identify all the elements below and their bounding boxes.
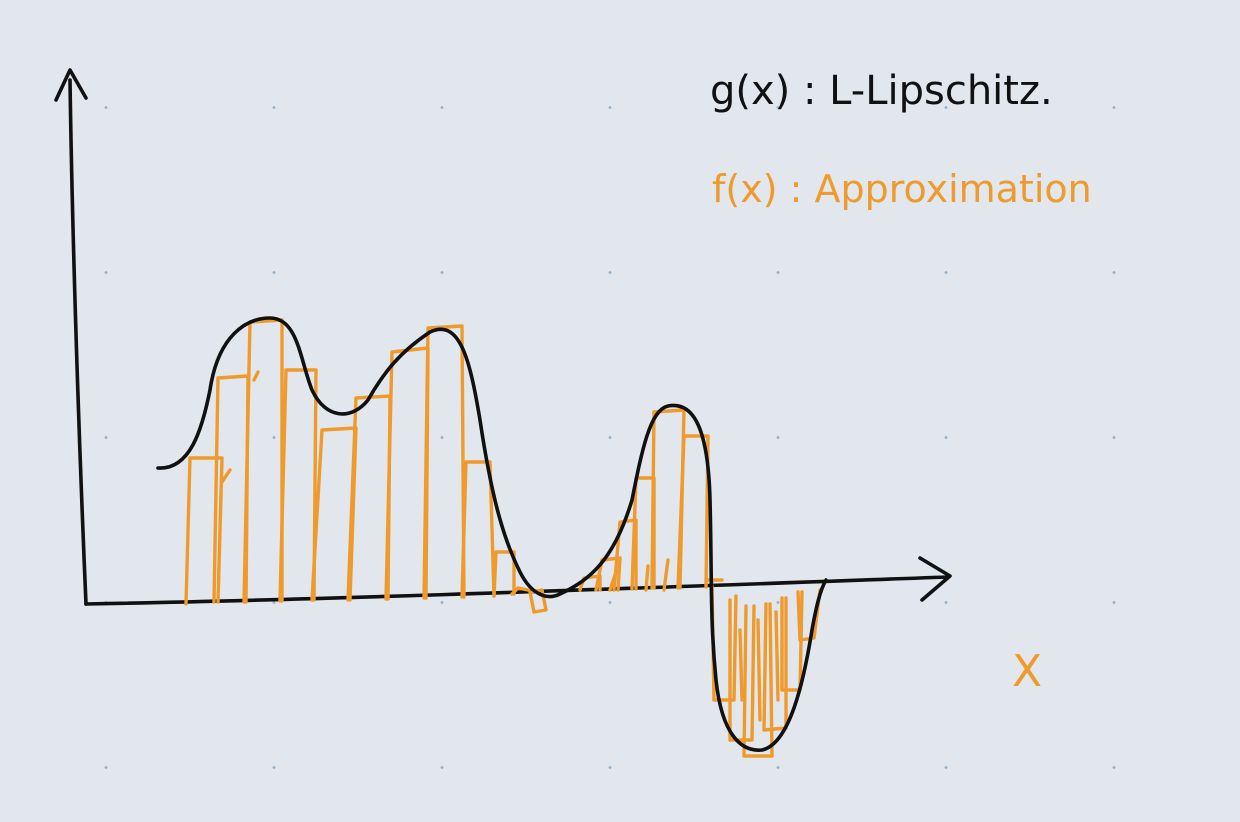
scribble	[662, 558, 670, 592]
x-axis-arrowhead	[918, 556, 952, 602]
x-variable-label: X	[1012, 646, 1042, 697]
step-bar	[594, 556, 622, 592]
step-bar	[612, 518, 638, 592]
scribble	[756, 618, 762, 722]
scribble	[644, 564, 650, 592]
step-approximation	[184, 318, 822, 758]
scribble	[738, 628, 744, 702]
step-bar	[510, 586, 530, 596]
scribble	[774, 610, 780, 702]
scribble	[252, 370, 260, 382]
step-bar	[762, 596, 788, 732]
y-axis	[68, 78, 88, 606]
step-bar	[528, 588, 548, 614]
scribble	[608, 570, 618, 592]
f-approximation-label: f(x) : Approximation	[712, 167, 1092, 211]
step-bar	[578, 574, 602, 592]
step-bar	[278, 368, 318, 603]
g-curve	[156, 316, 828, 752]
g-function-label: g(x) : L-Lipschitz.	[710, 68, 1053, 114]
y-axis-arrowhead	[54, 68, 88, 102]
scribble	[220, 468, 232, 484]
step-bar	[422, 324, 466, 600]
step-bar	[384, 346, 430, 601]
step-bar	[676, 434, 710, 590]
step-bar	[184, 456, 224, 606]
step-bar	[460, 460, 496, 599]
step-bar	[242, 318, 284, 604]
step-bar	[742, 602, 774, 758]
step-bar	[492, 550, 516, 598]
x-axis	[84, 575, 950, 606]
axes	[54, 68, 952, 606]
step-bar	[728, 598, 756, 742]
